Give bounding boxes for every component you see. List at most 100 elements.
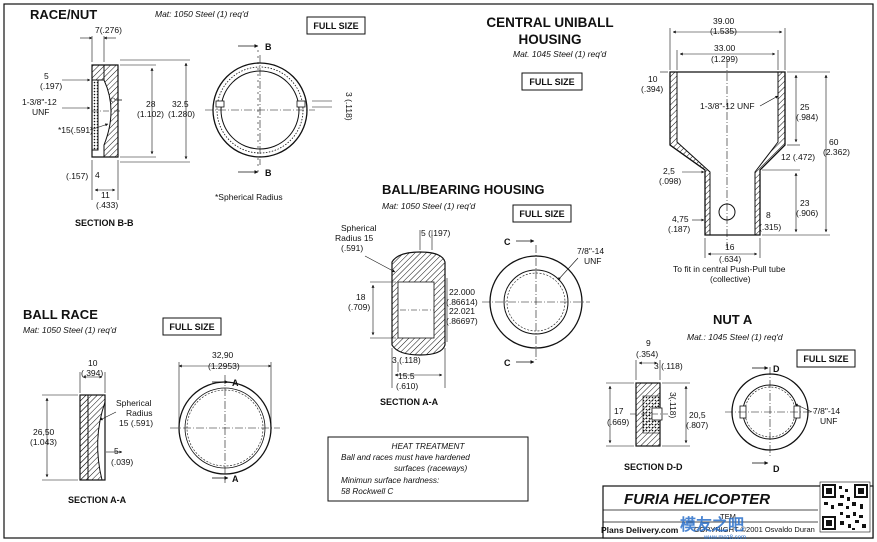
nut-a-mark-d-bottom: D [773, 464, 780, 474]
cuh-dim-475: 4,75 [672, 214, 689, 224]
nut-a-full-size: FULL SIZE [803, 354, 848, 364]
nut-a-dim-9: 9 [646, 338, 651, 348]
heat-line1: Ball and races must have hardened [341, 453, 470, 462]
ball-race-sph2: Radius [126, 408, 152, 418]
cuh-dim-16-in: (.634) [719, 254, 741, 264]
ball-race-section [79, 394, 106, 481]
cuh-dim-10-in: (.394) [641, 84, 663, 94]
nut-a-section [630, 382, 668, 447]
bbh-dim-18-in: (.709) [348, 302, 370, 312]
ball-race-material: Mat: 1050 Steel (1) req'd [23, 325, 117, 335]
nut-a-front-view [725, 367, 815, 458]
race-nut-thread-unf: UNF [32, 107, 49, 117]
cuh-title2: HOUSING [518, 32, 581, 47]
nut-a-thread-unf: UNF [820, 416, 837, 426]
bbh-material: Mat: 1050 Steel (1) req'd [382, 201, 476, 211]
race-nut-front-view [205, 50, 315, 172]
bbh-dim-3: 3 (.118) [392, 355, 421, 365]
cuh-dim-60: 60 [829, 137, 839, 147]
race-nut-dim-325-in: (1.280) [168, 109, 195, 119]
title-block-brand: FURIA HELICOPTER [624, 491, 770, 508]
bbh-title: BALL/BEARING HOUSING [382, 182, 545, 197]
nut-a-mark-d-top: D [773, 364, 780, 374]
bbh-section [391, 251, 446, 356]
cuh-section [669, 60, 786, 248]
race-nut-dim-5-in: (.197) [40, 81, 62, 91]
cuh-dim-25: 25 [800, 102, 810, 112]
race-nut-sph: *15(.591) [58, 125, 93, 135]
heat-line4: 58 Rockwell C [341, 487, 393, 496]
heat-line2: surfaces (raceways) [394, 464, 468, 473]
nut-a-section-label: SECTION D-D [624, 462, 683, 472]
cuh-dim-16: 16 [725, 242, 735, 252]
cuh-dim-25b-in: (.098) [659, 176, 681, 186]
nut-a-dim-205: 20,5 [689, 410, 706, 420]
watermark-url: www.moz8.com [703, 535, 746, 541]
cuh-dim-23: 23 [800, 198, 810, 208]
ball-race-dim-2650-in: (1.043) [30, 437, 57, 447]
ball-race-dim-2650: 26,50 [33, 427, 55, 437]
race-nut-title: RACE/NUT [30, 7, 97, 22]
ball-race-mark-a-top: A [232, 378, 239, 388]
bbh-dim-18: 18 [356, 292, 366, 302]
race-nut-dim-28: 28 [146, 99, 156, 109]
bbh-thread-unf: UNF [584, 256, 601, 266]
ball-race-dim-10: 10 [88, 358, 98, 368]
nut-a-dim-17: 17 [614, 406, 624, 416]
cuh-material: Mat. 1045 Steel (1) req'd [513, 49, 607, 59]
race-nut-note: *Spherical Radius [215, 192, 283, 202]
bbh-dim-155-in: (.610) [396, 381, 418, 391]
nut-a-thread: 7/8"-14 [813, 406, 840, 416]
race-nut-thread: 1-3/8"-12 [22, 97, 57, 107]
nut-a-dim-17-in: (.669) [607, 417, 629, 427]
title-block-plans: Plans Delivery.com [601, 525, 679, 535]
ball-race-detail: BALL RACE Mat: 1050 Steel (1) req'd FULL… [23, 307, 280, 505]
ball-race-dim-5-in: (.039) [111, 457, 133, 467]
title-block: FURIA HELICOPTER TEM Plans Delivery.com … [601, 481, 874, 541]
nut-a-dim-205-in: (.807) [686, 420, 708, 430]
ball-race-dim-10-in: (.394) [81, 368, 103, 378]
cuh-dim-3900: 39.00 [713, 16, 735, 26]
race-nut-dim-325: 32.5 [172, 99, 189, 109]
bbh-dim-22021: 22.021 [449, 306, 475, 316]
race-nut-section-label: SECTION B-B [75, 218, 134, 228]
ball-bearing-housing-detail: BALL/BEARING HOUSING Mat: 1050 Steel (1)… [335, 182, 604, 407]
bbh-sph3: (.591) [341, 243, 363, 253]
cuh-dim-60-in: (2.362) [823, 147, 850, 157]
bbh-thread: 7/8"-14 [577, 246, 604, 256]
heat-line3: Minimun surface hardness: [341, 476, 439, 485]
cuh-dim-23-in: (.906) [796, 208, 818, 218]
ball-race-sph3: 15 (.591) [119, 418, 153, 428]
race-nut-dim-top: 7(.276) [95, 25, 122, 35]
bbh-section-label: SECTION A-A [380, 397, 439, 407]
race-nut-dim-28-in: (1.102) [137, 109, 164, 119]
heat-treatment-note: HEAT TREATMENT Ball and races must have … [327, 436, 529, 502]
ball-race-title: BALL RACE [23, 307, 98, 322]
ball-race-dim-3290-in: (1.2953) [208, 361, 240, 371]
ball-race-mark-a-bottom: A [232, 474, 239, 484]
cuh-title: CENTRAL UNIBALL [486, 15, 613, 30]
bbh-sph2: Radius 15 [335, 233, 374, 243]
cuh-thread: 1-3/8"-12 UNF [700, 101, 755, 111]
race-nut-detail: RACE/NUT Mat: 1050 Steel (1) req'd FULL … [22, 7, 366, 228]
cuh-dim-3300-in: (1.299) [711, 54, 738, 64]
title-block-copyright: COPYRIGHT ©2001 Osvaldo Duran [694, 525, 815, 534]
ball-race-section-label: SECTION A-A [68, 495, 127, 505]
bbh-mark-c-bottom: C [504, 358, 511, 368]
race-nut-section [91, 64, 122, 158]
nut-a-dim-9-in: (.354) [636, 349, 658, 359]
central-uniball-detail: CENTRAL UNIBALL HOUSING Mat. 1045 Steel … [486, 15, 850, 284]
cuh-dim-475-in: (.187) [668, 224, 690, 234]
race-nut-material: Mat: 1050 Steel (1) req'd [155, 9, 249, 19]
race-nut-mark-b-top: B [265, 42, 272, 52]
race-nut-dim-5: 5 [44, 71, 49, 81]
cuh-dim-12: 12 (.472) [781, 152, 815, 162]
ball-race-dim-5: 5 [114, 446, 119, 456]
race-nut-full-size: FULL SIZE [313, 21, 358, 31]
race-nut-mark-b-bottom: B [265, 168, 272, 178]
bbh-dim-5: 5 (.197) [421, 228, 450, 238]
bbh-sph: Spherical [341, 223, 377, 233]
cuh-dim-25-in: (.984) [796, 112, 818, 122]
race-nut-dim-4: 4 [95, 170, 100, 180]
bbh-dim-22000-in: (.86614) [446, 297, 478, 307]
